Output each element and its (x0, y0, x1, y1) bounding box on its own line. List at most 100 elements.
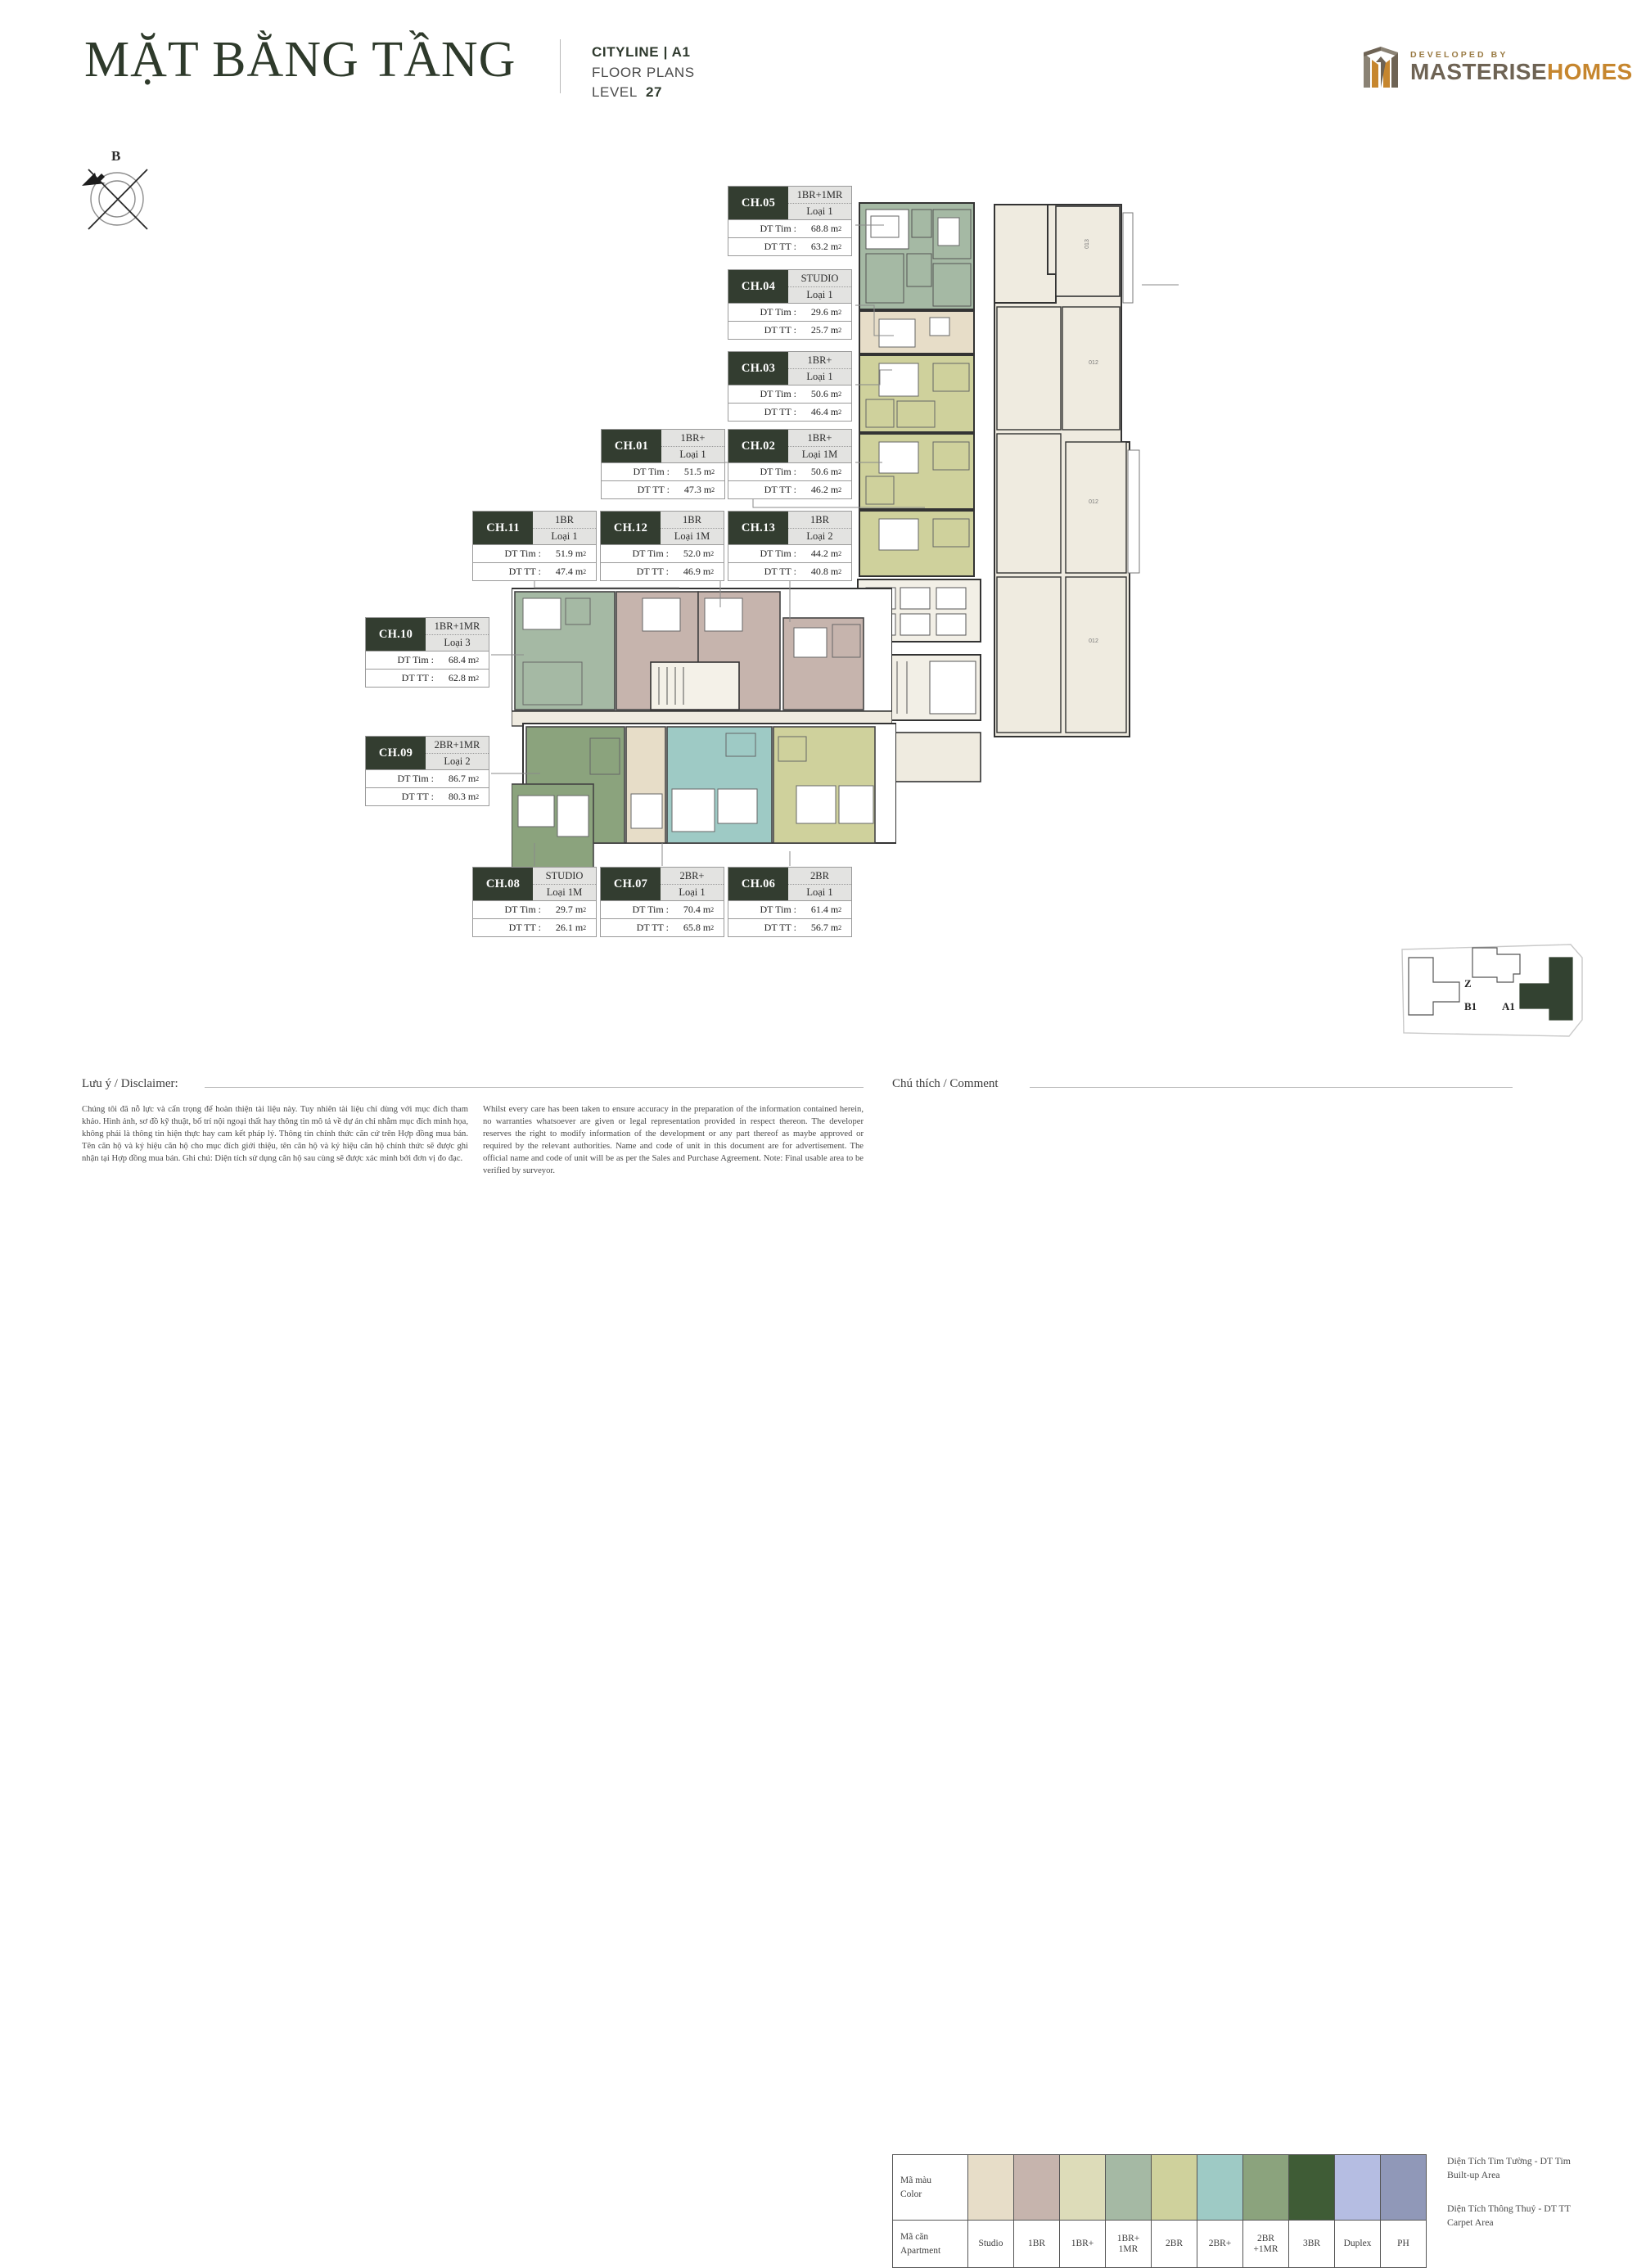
area-note-carpet: Diện Tích Thông Thuỷ - DT TT Carpet Area (1447, 2202, 1571, 2230)
unit-builtup-number: 61.4 m (810, 904, 839, 915)
unit-type: 1BR+ (788, 430, 851, 447)
unit-builtup-number: 29.6 m (810, 306, 839, 318)
key-plan-label-a1: A1 (1502, 1000, 1515, 1012)
legend-swatch-duplex (1334, 2154, 1381, 2221)
unit-builtup-label: DT Tim : (760, 548, 796, 559)
unit-shape-ch02 (859, 433, 975, 510)
logo-name-b: HOMES (1546, 59, 1633, 85)
unit-shape-ch03 (859, 354, 975, 433)
unit-builtup-label: DT Tim : (760, 904, 796, 915)
compass-icon (82, 169, 148, 230)
unit-shape-ch01 (859, 510, 975, 577)
unit-type: 1BR+1MR (788, 187, 851, 204)
unit-shape-ch05 (859, 202, 975, 310)
unit-builtup-label: DT Tim : (504, 904, 541, 915)
legend-name-1br+: 1BR+ (1059, 2220, 1106, 2268)
disclaimer-rule (205, 1087, 864, 1088)
floor-plan-mid-block (511, 577, 893, 741)
unit-carpet-number: 47.4 m (555, 566, 584, 577)
unit-builtup-label: DT Tim : (760, 306, 796, 318)
floor-plan-svg: 013 012 012 012 (857, 202, 1140, 782)
unit-carpet-label: DT TT : (508, 566, 541, 577)
area-note-1-en: Built-up Area (1447, 2169, 1500, 2181)
unit-builtup-label: DT Tim : (632, 548, 669, 559)
unit-carpet-number: 65.8 m (683, 922, 711, 933)
legend-name-2br+: 2BR+ (1197, 2220, 1243, 2268)
level-value: 27 (645, 84, 663, 101)
compass-label: B (111, 148, 121, 164)
unit-variant: Loại 1 (806, 886, 833, 898)
unit-variant: Loại 1 (679, 449, 706, 460)
plan-service-wing: 013 012 012 012 (994, 204, 1140, 737)
unit-builtup-number: 70.4 m (683, 904, 711, 915)
unit-builtup-label: DT Tim : (633, 466, 670, 477)
unit-carpet-label: DT TT : (764, 922, 796, 933)
area-note-2-en: Carpet Area (1447, 2216, 1494, 2229)
legend-apartment-header: Mã căn Apartment (892, 2220, 968, 2268)
unit-builtup-label: DT Tim : (760, 388, 796, 399)
unit-carpet-number: 46.2 m (810, 484, 839, 495)
legend-apartment-label-en: Apartment (900, 2245, 941, 2256)
legend-color-label-en: Color (900, 2189, 922, 2199)
unit-carpet-label: DT TT : (764, 406, 796, 417)
legend-name-2br+1mr: 2BR+1MR (1242, 2220, 1289, 2268)
key-plan-svg: Z B1 A1 (1401, 944, 1583, 1037)
unit-builtup-number: 50.6 m (810, 466, 839, 477)
unit-carpet-number: 62.8 m (448, 672, 476, 683)
disclaimer-vi: Chúng tôi đã nỗ lực và cẩn trọng để hoàn… (82, 1105, 468, 1164)
unit-variant: Loại 1M (801, 449, 838, 460)
unit-carpet-label: DT TT : (764, 484, 796, 495)
unit-code: CH.03 (728, 352, 788, 385)
unit-type: 2BR+1MR (426, 737, 489, 754)
developer-logo: DEVELOPED BY MASTERISEHOMES (1362, 45, 1633, 89)
unit-builtup-label: DT Tim : (397, 654, 434, 665)
unit-shape-ch04 (859, 310, 975, 354)
header-subtitle: CITYLINE | A1 FLOOR PLANS LEVEL 27 (592, 43, 695, 103)
key-plan-label-b1: B1 (1464, 1000, 1477, 1012)
legend-name-3br: 3BR (1288, 2220, 1335, 2268)
